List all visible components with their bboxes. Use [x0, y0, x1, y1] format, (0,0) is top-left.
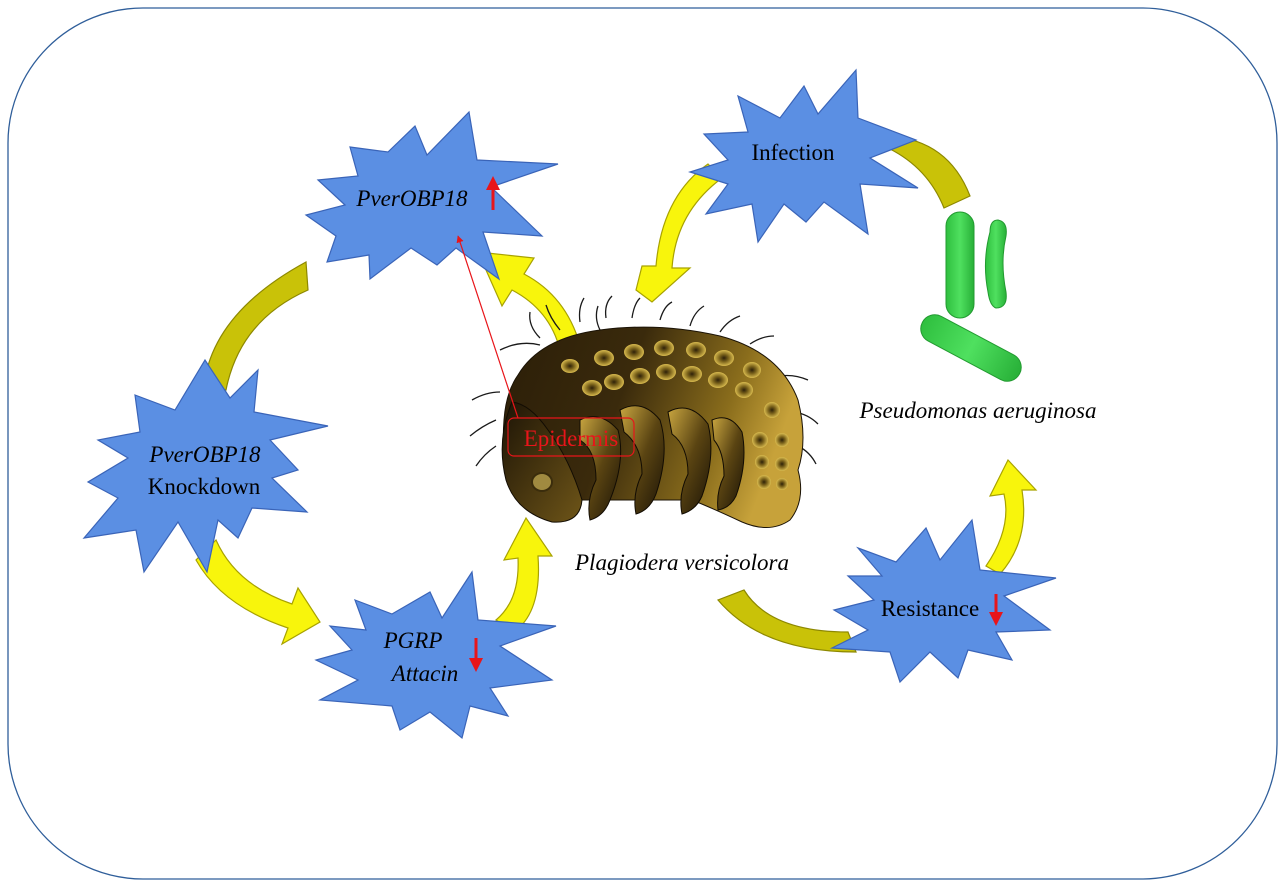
insect-label: Plagiodera versicolora	[574, 550, 789, 575]
cycle-arrow-pgrp-to-insect	[494, 516, 554, 633]
cycle-arrow-insect-to-obp18	[477, 251, 581, 351]
diagram-frame	[7, 7, 1278, 880]
epidermis-pointer-arrow	[456, 235, 519, 419]
larva-leg-3	[667, 407, 712, 515]
node-label-resistance: Resistance	[881, 596, 979, 621]
down-arrow-head-pgrp	[469, 658, 483, 672]
node-label-infection: Infection	[751, 140, 835, 165]
up-arrow-head	[486, 176, 500, 190]
cycle-arrow-knockdown-to-obp18	[203, 261, 309, 391]
cycle-arrow-insect-to-resistance	[716, 589, 857, 653]
insect-larva-illustration	[469, 295, 819, 528]
cycle-arrow-knockdown-to-pgrp	[195, 538, 321, 646]
bacteria-illustration	[920, 211, 1022, 382]
larva-eye	[531, 472, 553, 492]
cycle-arrow-infection-to-insect	[635, 163, 723, 303]
epidermis-label-box	[507, 417, 635, 457]
larva-leg-4	[711, 417, 745, 511]
larva-leg-1	[579, 416, 622, 521]
star-infection: Infection	[688, 68, 919, 244]
node-label-obp18-up: PverOBP18	[355, 186, 468, 211]
down-arrow-head-resistance	[989, 612, 1003, 626]
epidermis-label: Epidermis	[524, 426, 619, 451]
bacterium-rod-3	[920, 314, 1022, 382]
star-pgrp-attacin: PGRP Attacin	[314, 570, 557, 740]
bacterium-rod-2	[984, 219, 1007, 309]
larva-leg-2	[619, 405, 665, 515]
larva-head	[501, 401, 583, 523]
node-label-knockdown: Knockdown	[148, 474, 261, 499]
star-obp18-up: PverOBP18	[304, 110, 559, 281]
star-resistance: Resistance	[829, 518, 1057, 684]
larva-spots	[561, 340, 789, 490]
node-label-knockdown-gene: PverOBP18	[148, 442, 261, 467]
pathogen-label: Pseudomonas aeruginosa	[858, 398, 1096, 423]
node-label-pgrp: PGRP	[383, 628, 443, 653]
node-label-attacin: Attacin	[390, 661, 458, 686]
star-knockdown: PverOBP18 Knockdown	[82, 358, 329, 574]
cycle-arrow-resistance-to-pathogen	[985, 458, 1038, 575]
bacterium-rod-1	[945, 211, 975, 319]
